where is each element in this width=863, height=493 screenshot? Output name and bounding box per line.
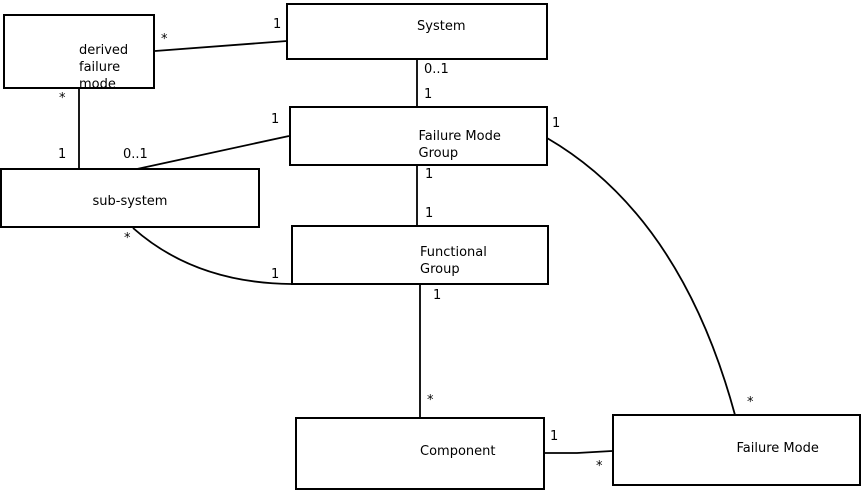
node-label-line: mode xyxy=(79,77,116,92)
multiplicity-functional-group-end-of-failure-mode-group--functional-group: 1 xyxy=(425,206,434,221)
node-label-line: Failure Mode xyxy=(736,441,819,456)
multiplicity-derived-failure-mode-end-of-derived-failure-mode--sub-system: * xyxy=(59,91,66,106)
node-label-line: sub-system xyxy=(92,194,168,209)
node-label-line: Group xyxy=(420,262,460,277)
multiplicity-system-end-of-system--derived-failure-mode: 1 xyxy=(273,17,282,32)
multiplicity-functional-group-end-of-functional-group--component: 1 xyxy=(433,288,442,303)
node-label-line: System xyxy=(417,19,466,34)
node-label-line: failure xyxy=(79,60,121,75)
node-label-line: Failure Mode xyxy=(418,129,501,144)
node-sub-system: sub-system xyxy=(0,168,260,228)
line-failure-mode-group--failure-mode xyxy=(546,137,736,416)
multiplicity-failure-mode-group-end-of-failure-mode-group--functional-group: 1 xyxy=(425,167,434,182)
multiplicity-system-end-of-system--failure-mode-group: 0..1 xyxy=(424,62,449,77)
line-component--failure-mode xyxy=(544,450,613,454)
node-label-line: Group xyxy=(418,146,459,161)
node-failure-mode-group: Failure Mode Group xyxy=(289,106,548,166)
multiplicity-sub-system-end-of-derived-failure-mode--sub-system: 1 xyxy=(58,147,67,162)
line-sub-system--failure-mode-group xyxy=(136,135,290,170)
node-failure-mode: Failure Mode xyxy=(612,414,861,486)
node-label-line: derived xyxy=(79,43,129,58)
multiplicity-component-end-of-functional-group--component: * xyxy=(427,393,434,408)
node-system: System xyxy=(286,3,548,60)
node-label-line: Component xyxy=(420,444,496,459)
line-system--derived-failure-mode xyxy=(154,40,288,52)
multiplicity-failure-mode-group-end-of-system--failure-mode-group: 1 xyxy=(424,87,433,102)
node-functional-group: Functional Group xyxy=(291,225,549,285)
node-component: Component xyxy=(295,417,545,490)
multiplicity-failure-mode-end-of-component--failure-mode: * xyxy=(596,459,603,474)
multiplicity-failure-mode-group-end-of-sub-system--failure-mode-group: 1 xyxy=(271,112,280,127)
node-derived-failure-mode: derived failure mode xyxy=(3,14,155,92)
line-sub-system--functional-group xyxy=(132,227,292,285)
node-label-line: Functional xyxy=(420,245,487,260)
multiplicity-sub-system-end-of-sub-system--functional-group: * xyxy=(124,231,131,246)
multiplicity-failure-mode-end-of-failure-mode-group--failure-mode: * xyxy=(747,395,754,410)
multiplicity-failure-mode-group-end-of-failure-mode-group--failure-mode: 1 xyxy=(552,116,561,131)
multiplicity-component-end-of-component--failure-mode: 1 xyxy=(550,429,559,444)
multiplicity-sub-system-end-of-sub-system--failure-mode-group: 0..1 xyxy=(123,147,148,162)
multiplicity-derived-failure-mode-end-of-system--derived-failure-mode: * xyxy=(161,32,168,47)
multiplicity-functional-group-end-of-sub-system--functional-group: 1 xyxy=(271,267,280,282)
